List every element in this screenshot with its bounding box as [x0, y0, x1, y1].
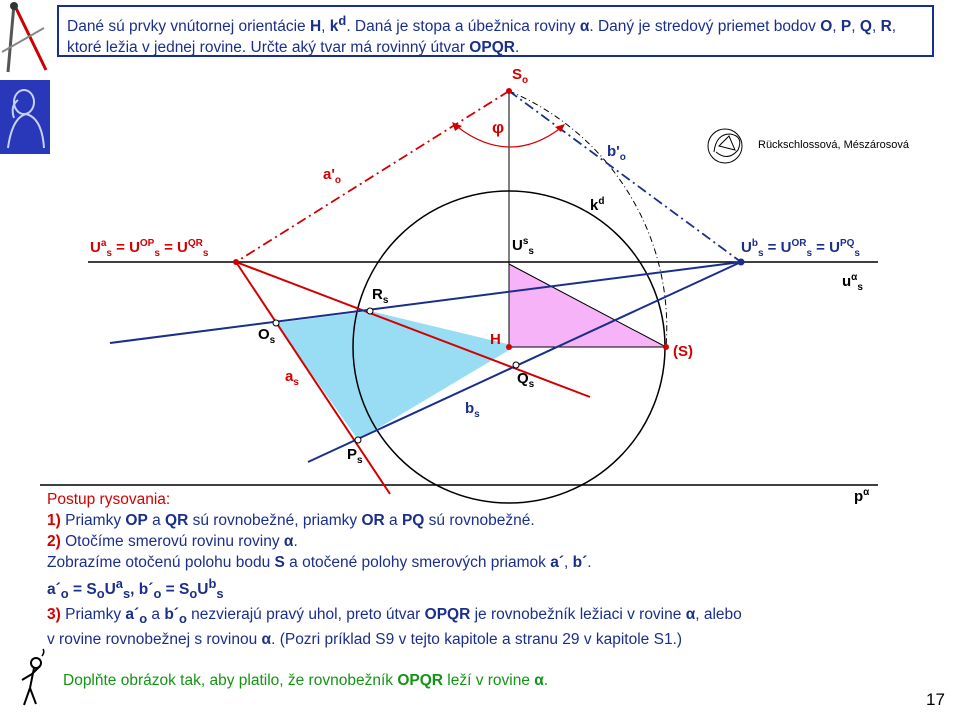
procedure-formulas: a´o = SoUas, b´o = SoUbs [47, 576, 224, 602]
point-Ps [354, 436, 362, 444]
label-So: So [512, 66, 529, 86]
label-bo: b'o [607, 143, 626, 163]
label-as: as [285, 368, 299, 388]
label-H: H [490, 331, 501, 348]
point-So [506, 88, 512, 94]
procedure-step-2b: Zobrazíme otočenú polohu bodu S a otočen… [47, 554, 592, 571]
point-Qs [512, 361, 520, 369]
compass-logo-icon [0, 0, 52, 78]
label-Os: Os [258, 326, 276, 346]
procedure: Postup rysovania: 1) Priamky OP a QR sú … [47, 489, 927, 650]
point-Rs [366, 307, 374, 315]
label-bs: bs [465, 400, 480, 420]
procedure-step-2: 2) Otočíme smerovú rovinu roviny α. [47, 533, 298, 550]
label-pa: pα [854, 487, 870, 505]
label-Rs: Rs [372, 286, 389, 306]
label-right-vanishing: Ubs = UORs = UPQs [741, 238, 860, 259]
procedure-step-3: 3) Priamky a´o a b´o nezvierajú pravý uh… [47, 606, 742, 627]
label-left-vanishing: Uas = UOPs = UQRs [90, 238, 209, 259]
hint-text: Doplňte obrázok tak, aby platilo, že rov… [63, 672, 549, 689]
point-S [663, 344, 669, 350]
thinker-logo-icon [0, 80, 50, 154]
label-ua: uαs [842, 272, 863, 293]
line-qr [235, 261, 591, 398]
authors-logo-icon [707, 128, 743, 164]
line-as [235, 261, 391, 495]
rotated-line-ao [235, 90, 510, 263]
procedure-step-3b: v rovine rovnobežnej s rovinou α. (Pozri… [47, 631, 683, 649]
line-or [109, 261, 742, 344]
parallelogram-fill [276, 311, 516, 440]
angle-phi-arrow-right [555, 124, 565, 132]
thinking-person-icon [21, 648, 45, 706]
point-Os [272, 319, 280, 327]
label-Qs: Qs [517, 370, 535, 390]
page-number: 17 [926, 690, 945, 709]
angle-phi-arc [454, 124, 563, 148]
line-bs [307, 261, 742, 463]
label-Uss: Uss [512, 236, 534, 257]
point-Ua [233, 259, 239, 265]
label-kd: kd [590, 196, 605, 214]
point-Ub [737, 258, 745, 266]
credits: Rückschlossová, Mészárosová [758, 139, 910, 151]
label-ao: a'o [323, 166, 342, 186]
triangle-hypotenuse [508, 263, 667, 348]
procedure-step-1: 1) Priamky OP a QR sú rovnobežné, priamk… [47, 512, 535, 529]
point-H [506, 344, 512, 350]
angle-phi-arrow-left [452, 122, 462, 131]
rotation-arc [508, 90, 668, 348]
label-S: (S) [673, 343, 693, 360]
procedure-title: Postup rysovania: [47, 491, 171, 508]
task-box: Dané sú prvky vnútornej orientácie H, kd… [57, 5, 934, 57]
rotated-line-bo [508, 90, 742, 263]
label-Ps: Ps [347, 446, 363, 466]
label-phi: φ [492, 118, 505, 137]
